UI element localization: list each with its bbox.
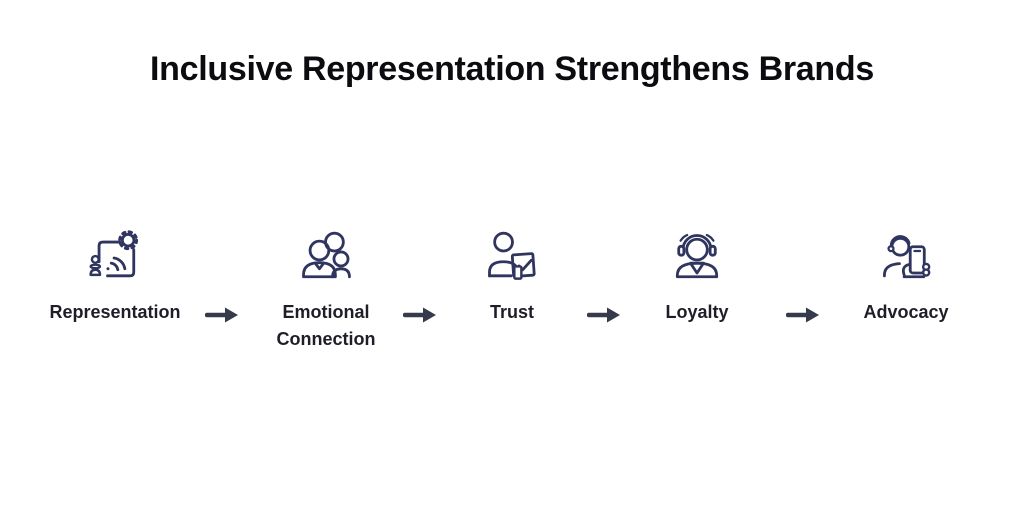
arrow-right-icon [403, 307, 436, 323]
person-phone-icon [876, 222, 936, 294]
billboard-broadcast-gear-icon [85, 222, 145, 294]
stage-label: Representation [49, 302, 181, 322]
person-headphones-icon [667, 222, 727, 294]
stage-label: Loyalty [665, 302, 729, 322]
page-title: Inclusive Representation Strengthens Bra… [150, 50, 874, 88]
flow-stage-loyalty: Loyalty [637, 222, 757, 326]
arrow-right-icon [205, 307, 238, 323]
stage-label: Trust [489, 302, 534, 322]
stage-label: Advocacy [863, 302, 949, 322]
flow-stage-representation: Representation [15, 222, 215, 326]
arrow-right-icon [587, 307, 620, 323]
arrow-right-icon [786, 307, 819, 323]
flow-stage-emotional-connection: Emotional Connection [254, 222, 398, 353]
stage-label: Emotional Connection [276, 302, 376, 349]
people-group-icon [296, 222, 356, 294]
flow-stage-trust: Trust [452, 222, 572, 326]
person-checklist-icon [482, 222, 542, 294]
flow-stage-advocacy: Advocacy [834, 222, 978, 326]
